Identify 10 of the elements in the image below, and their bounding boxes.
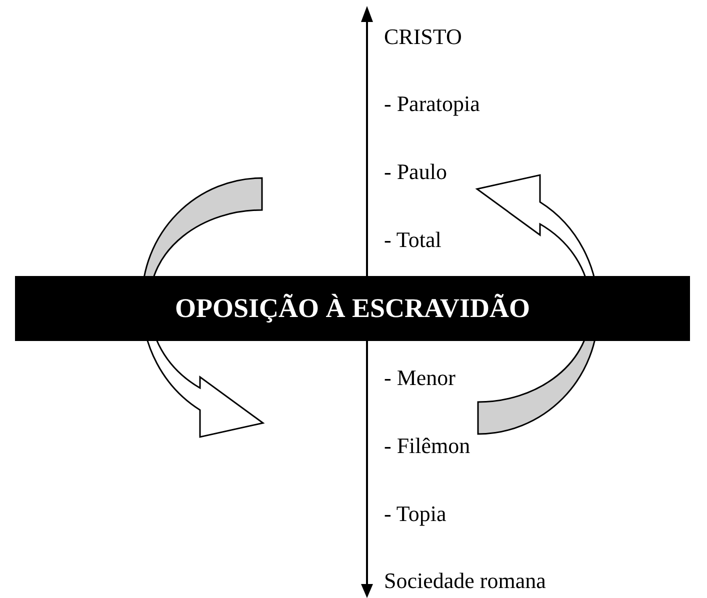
axis-label: - Paulo (384, 159, 447, 185)
title-band (15, 276, 690, 341)
axis-label: - Topia (384, 501, 446, 527)
band-text: OPOSIÇÃO À ESCRAVIDÃO (174, 293, 530, 324)
axis-label: - Filêmon (384, 433, 470, 459)
axis-label: - Paratopia (384, 91, 480, 117)
axis-label: Sociedade romana (384, 568, 546, 594)
axis-label: CRISTO (384, 24, 462, 50)
axis-label: - Total (384, 227, 442, 253)
axis-label: - Menor (384, 365, 456, 391)
